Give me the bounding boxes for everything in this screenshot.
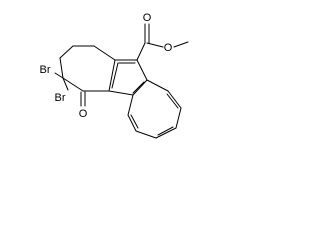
bond [146, 79, 169, 92]
bond [136, 59, 148, 81]
bond [62, 77, 84, 92]
atom-label-br: Br [40, 64, 51, 76]
bond [130, 114, 139, 129]
bond [127, 94, 134, 116]
bond [157, 126, 174, 136]
bond [167, 90, 182, 109]
bond [62, 77, 69, 91]
atom-label-o: O [79, 108, 88, 120]
bond [146, 42, 164, 48]
bond [166, 93, 179, 109]
atom-labels: Br Br O O O [40, 12, 173, 120]
bond [173, 41, 189, 48]
bond [135, 130, 157, 139]
bond [93, 45, 116, 61]
bond [111, 62, 119, 89]
molecule-drawing: Br Br O O O [40, 12, 189, 139]
bond [59, 57, 64, 79]
bond [175, 107, 182, 129]
bond [108, 59, 116, 92]
bond [132, 79, 148, 96]
bond [127, 114, 137, 132]
bond [108, 90, 134, 96]
atom-label-o: O [143, 12, 152, 24]
structure-canvas: Br Br O O O [0, 0, 211, 162]
bond [54, 72, 64, 79]
atom-label-br: Br [55, 92, 66, 104]
bond [136, 42, 146, 61]
bond [132, 81, 145, 94]
bond-set [54, 23, 189, 139]
bond [155, 127, 177, 139]
bond [59, 45, 74, 59]
atom-label-o: O [164, 42, 173, 54]
